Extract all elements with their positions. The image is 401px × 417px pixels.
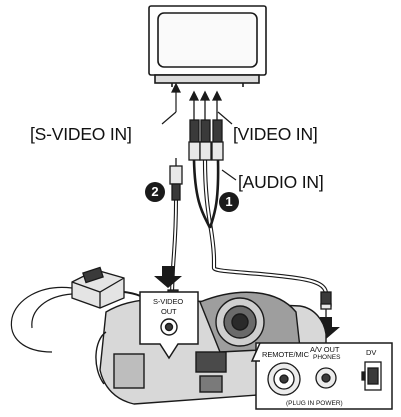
plug-in-power-label: (PLUG IN POWER) (286, 400, 343, 407)
arrow-down-icon (154, 266, 340, 339)
remote-mic-port-icon (267, 362, 301, 396)
ac-adapter-icon (10, 266, 161, 353)
av-out-label: A/V OUT (310, 345, 340, 354)
s-video-in-label: [S-VIDEO IN] (30, 124, 132, 144)
tv-icon (148, 5, 267, 87)
s-video-out-label-line2: OUT (161, 307, 177, 316)
s-video-out-label-line1: S-VIDEO (153, 297, 184, 306)
av-plugs-icon (188, 90, 224, 161)
pointer-lines (161, 82, 237, 181)
s-video-out-port-icon (160, 318, 178, 336)
av-mini-plug-icon (320, 291, 332, 318)
phones-label: PHONES (313, 354, 341, 361)
audio-in-label: [AUDIO IN] (238, 172, 324, 192)
av-cable (192, 159, 329, 295)
step-1-badge: 1 (219, 192, 239, 212)
dv-label: DV (366, 348, 377, 357)
step-2-badge: 2 (145, 182, 165, 202)
video-in-label: [VIDEO IN] (233, 124, 318, 144)
dv-port-icon (361, 361, 382, 391)
remote-mic-label: REMOTE/MIC (262, 350, 309, 359)
av-out-port-icon (315, 367, 337, 389)
s-video-plug-top-icon (169, 158, 183, 201)
